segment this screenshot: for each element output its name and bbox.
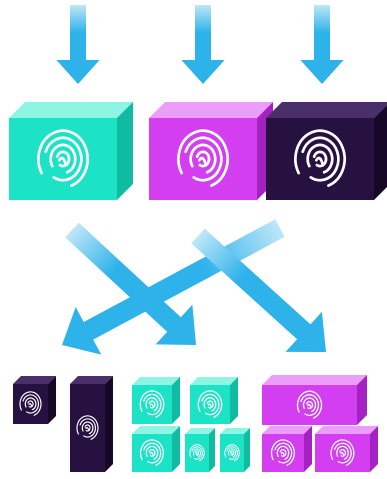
teal-group-box-3 — [132, 426, 180, 472]
magenta-group-box-3 — [315, 426, 378, 472]
down-arrow-icon-2 — [181, 5, 224, 84]
teal-group-box-4 — [185, 428, 215, 472]
teal-group-box-2 — [190, 377, 238, 424]
teal-group-box-1 — [132, 377, 180, 424]
teal-group-box-5 — [220, 428, 250, 472]
fingerprint-box-magenta — [149, 102, 273, 200]
down-arrow-icon-3 — [300, 5, 343, 84]
down-arrow-icon-1 — [56, 5, 99, 84]
navy-group-box-2 — [70, 376, 113, 472]
navy-group-box-1 — [13, 376, 56, 424]
magenta-group-box-2 — [262, 426, 312, 472]
magenta-group-box-1 — [262, 375, 367, 425]
fingerprint-box-navy — [266, 102, 387, 200]
fingerprint-box-teal — [9, 102, 133, 200]
